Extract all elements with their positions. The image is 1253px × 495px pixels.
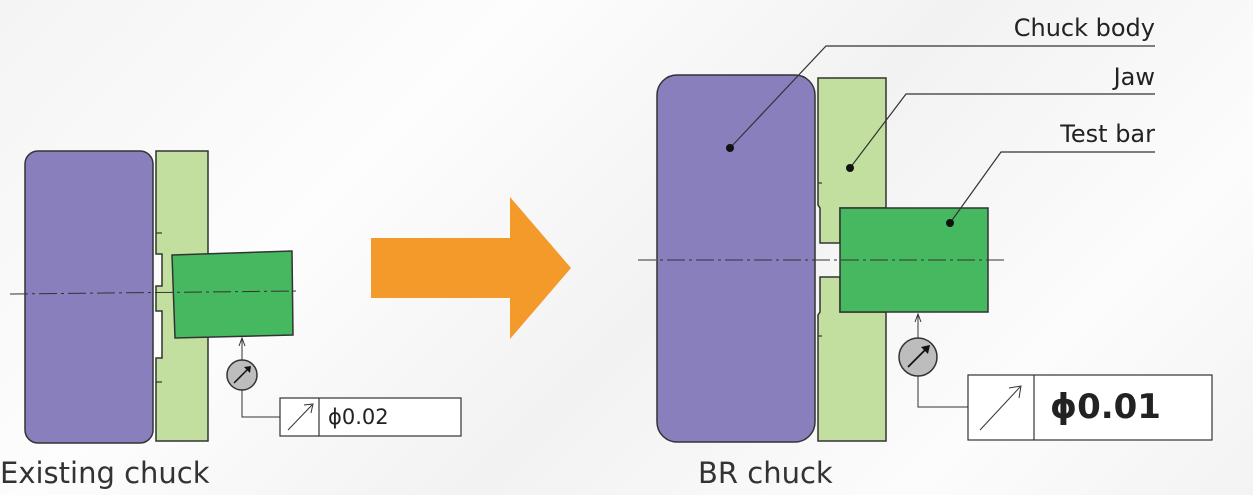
jaw-leader [849,93,1155,169]
existing-chuck-body [24,150,154,444]
existing-tolerance-value: ϕ0.02 [328,405,389,429]
br-tolerance-value: ϕ0.01 [1050,387,1161,427]
dial-indicator-icon [226,359,258,391]
test-bar-label: Test bar [1060,120,1155,148]
br-chuck-assembly [638,74,1213,443]
existing-center-line [9,290,301,295]
br-chuck-caption: BR chuck [698,456,833,490]
br-chuck-body [656,74,816,443]
right-arrow-icon [371,197,571,339]
dial-indicator-icon [898,337,938,377]
existing-chuck-caption: Existing chuck [0,456,210,490]
chuck-body-leader [729,45,1155,149]
circular-runout-arrow-icon [979,385,1022,431]
existing-test-bar [171,250,294,339]
chuck-body-label: Chuck body [1013,14,1155,42]
callout-leaders [729,45,1155,224]
existing-chuck-assembly [9,150,462,444]
circular-runout-arrow-icon [287,403,314,431]
test-bar-leader [949,151,1155,224]
jaw-label: Jaw [1113,63,1155,91]
br-tolerance-frame [967,374,1213,441]
